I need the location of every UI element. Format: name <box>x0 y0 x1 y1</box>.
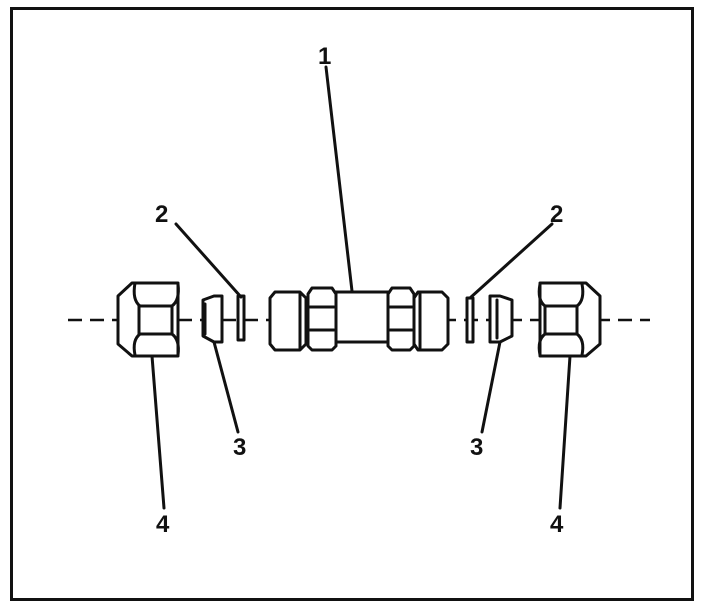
right-ferrule <box>488 294 514 344</box>
callout-1: 1 <box>318 43 331 70</box>
callout-3-left: 3 <box>233 434 246 461</box>
callout-4-left: 4 <box>156 511 170 538</box>
right-flare-nut <box>537 281 602 358</box>
left-ferrule <box>201 294 224 344</box>
callout-3-right: 3 <box>470 434 483 461</box>
callout-4-right: 4 <box>550 511 564 538</box>
union-body <box>268 286 450 352</box>
callout-2-right: 2 <box>550 201 563 228</box>
callout-2-left: 2 <box>155 201 168 228</box>
left-flare-nut <box>116 281 180 358</box>
left-washer <box>236 294 246 342</box>
leader-lines <box>150 65 572 510</box>
right-washer <box>465 296 475 344</box>
